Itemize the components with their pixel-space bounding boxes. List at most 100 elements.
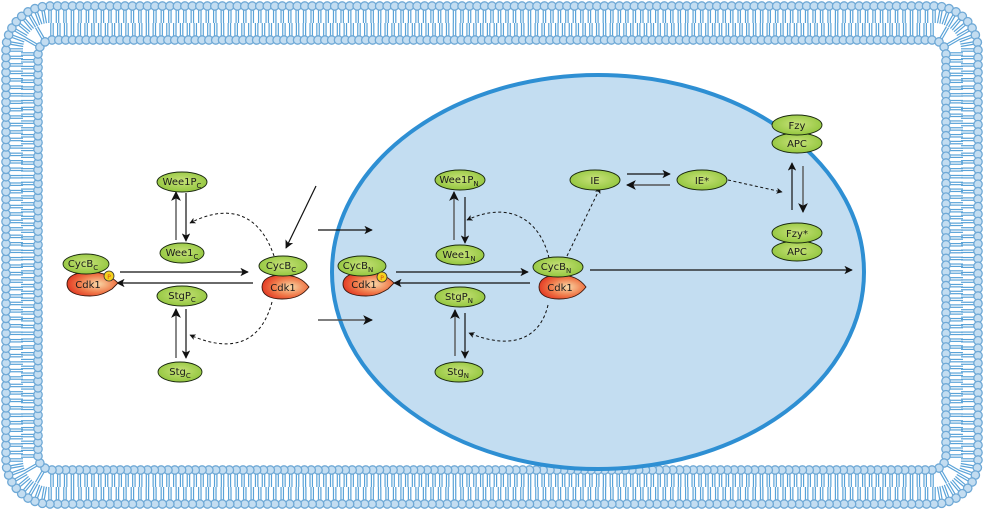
lipid-head [37, 1, 48, 12]
svg-text:APC: APC [787, 247, 807, 258]
svg-text:Wee1PN: Wee1PN [439, 175, 478, 188]
svg-text:Wee1C: Wee1C [166, 248, 199, 261]
lipid-tail [24, 481, 35, 492]
lipid-tail [953, 477, 965, 488]
lipid-tail [12, 469, 26, 476]
species-wee1-n: Wee1N [435, 244, 485, 266]
svg-text:StgPN: StgPN [445, 292, 473, 305]
lipid-tail [953, 22, 965, 33]
lipid-tail [25, 36, 38, 45]
lipid-tail [12, 34, 26, 41]
lipid-tail [947, 39, 960, 47]
lipid-tail [11, 36, 25, 43]
lipid-tail [949, 18, 960, 29]
lipid-tail [41, 486, 45, 500]
lipid-tail [10, 43, 24, 48]
species-wee1-c: Wee1C [159, 242, 205, 264]
lipid-tail [24, 18, 35, 29]
lipid-tail [10, 462, 24, 467]
complex-fzy-apc: Fzy APC [771, 114, 823, 154]
species-stgp-c: StgPC [156, 285, 208, 307]
svg-text:Wee1N: Wee1N [442, 250, 475, 263]
svg-text:APC: APC [787, 139, 807, 150]
lipid-tail [960, 462, 974, 467]
lipid-tail [956, 28, 969, 36]
svg-text:Fzy: Fzy [789, 121, 806, 132]
lipid-tail [943, 484, 950, 498]
svg-text:StgN: StgN [447, 367, 469, 380]
lipid-tail [945, 14, 954, 27]
lipid-tail [960, 465, 974, 469]
svg-text:Cdk1: Cdk1 [547, 283, 572, 294]
lipid-tail [951, 19, 962, 31]
species-ie-star: IE* [676, 169, 728, 191]
lipid-tail [14, 471, 27, 480]
lipid-tail [30, 483, 39, 496]
lipid-tail [15, 28, 28, 36]
lipid-tail [956, 474, 969, 482]
lipid-tail [958, 34, 972, 41]
lipid-head [40, 37, 50, 47]
lipid-tail [957, 30, 970, 39]
lipid-tail [936, 10, 941, 24]
lipid-tail [11, 467, 25, 474]
lipid-tail [958, 469, 972, 476]
lipid-tail [28, 482, 36, 495]
complex-fzy-star-apc: Fzy* APC [771, 222, 823, 262]
species-stg-c: StgC [157, 361, 203, 383]
lipid-tail [946, 36, 959, 45]
lipid-tail [19, 477, 31, 488]
lipid-tail [19, 22, 31, 33]
lipid-tail [43, 10, 48, 24]
lipid-tail [936, 486, 941, 500]
lipid-tail [34, 470, 43, 483]
species-wee1p-n: Wee1PN [434, 169, 486, 191]
lipid-tail [34, 12, 41, 26]
lipid-tail [43, 486, 48, 500]
lipid-tail [24, 39, 37, 47]
lipid-tail [941, 27, 950, 40]
lipid-tail [37, 471, 45, 484]
species-stgp-n: StgPN [434, 286, 486, 308]
svg-text:CycBN: CycBN [541, 262, 572, 275]
svg-text:Cdk1: Cdk1 [351, 280, 376, 291]
lipid-tail [939, 486, 943, 500]
complex-cycb-c-cdk1-active: CycBC Cdk1 [258, 255, 310, 300]
lipid-tail [939, 10, 943, 24]
svg-text:CycBC: CycBC [68, 259, 98, 272]
lipid-tail [18, 475, 29, 486]
lipid-tail [34, 27, 43, 40]
complex-cycb-n-cdk1-active: CycBN Cdk1 [532, 256, 587, 300]
lipid-tail [943, 12, 950, 26]
lipid-tail [959, 36, 973, 43]
svg-text:Cdk1: Cdk1 [270, 283, 295, 294]
lipid-tail [960, 43, 974, 48]
lipid-tail [941, 485, 948, 499]
lipid-tail [941, 11, 948, 25]
lipid-tail [22, 479, 33, 491]
lipid-tail [18, 24, 29, 35]
lipid-tail [28, 15, 36, 28]
svg-text:IE*: IE* [695, 176, 709, 187]
lipid-tail [36, 11, 43, 25]
lipid-tail [939, 26, 947, 39]
lipid-tail [939, 471, 947, 484]
lipid-tail [955, 24, 966, 35]
svg-text:CycBN: CycBN [343, 261, 374, 274]
lipid-tail [25, 465, 38, 474]
complex-cycb-n-cdk1-phospho: CycBN Cdk1 P [337, 255, 395, 297]
svg-text:Fzy*: Fzy* [786, 229, 808, 240]
lipid-tail [10, 41, 24, 45]
lipid-tail [945, 483, 954, 496]
svg-text:StgPC: StgPC [168, 291, 196, 304]
cytoplasm-arrows [116, 185, 373, 359]
lipid-tail [959, 467, 973, 474]
lipid-tail [24, 463, 37, 471]
svg-text:Wee1PC: Wee1PC [163, 177, 202, 190]
lipid-tail [946, 465, 959, 474]
lipid-tail [955, 475, 966, 486]
phospho-icon [103, 270, 115, 282]
svg-text:Cdk1: Cdk1 [75, 280, 100, 291]
